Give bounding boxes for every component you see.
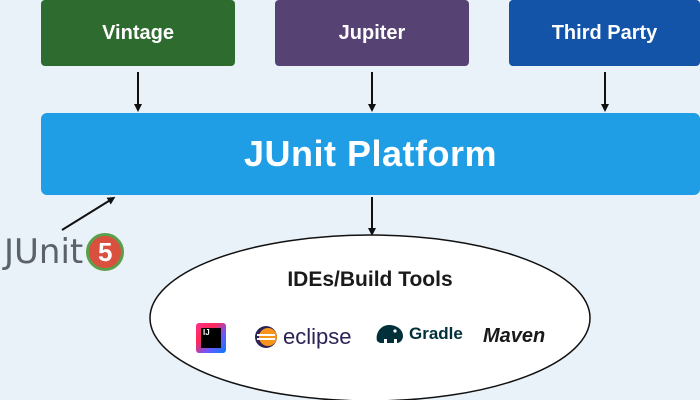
- junit-logo-badge: 5: [86, 233, 125, 271]
- elephant-icon: [376, 325, 403, 343]
- third-party-label: Third Party: [551, 21, 658, 44]
- third-party-box: Third Party: [509, 0, 700, 66]
- intellij-icon: IJ: [196, 323, 226, 353]
- eclipse-icon: [255, 326, 277, 348]
- junit-platform-label: JUnit Platform: [243, 133, 498, 174]
- vintage-label: Vintage: [102, 21, 174, 44]
- intellij-logo: IJ: [196, 323, 226, 353]
- intellij-icon-label: IJ: [201, 328, 221, 348]
- junit-platform-box: JUnit Platform: [41, 113, 700, 195]
- arrow-logo-to-platform: [61, 196, 116, 231]
- maven-logo: Maven: [483, 325, 545, 348]
- junit5-logo: JUnit 5: [4, 228, 125, 276]
- jupiter-box: Jupiter: [275, 0, 469, 66]
- tools-logos: IJ eclipse Gradle Maven: [190, 318, 570, 358]
- tools-title: IDEs/Build Tools: [287, 268, 453, 291]
- junit-logo-text: JUnit: [4, 232, 84, 272]
- maven-label: Maven: [483, 325, 546, 347]
- eclipse-label: eclipse: [283, 324, 352, 349]
- vintage-box: Vintage: [41, 0, 235, 66]
- jupiter-label: Jupiter: [338, 21, 406, 44]
- gradle-label: Gradle: [409, 324, 463, 343]
- eclipse-logo: eclipse: [254, 324, 351, 350]
- gradle-logo: Gradle: [373, 321, 463, 347]
- tools-ellipse: [149, 234, 591, 400]
